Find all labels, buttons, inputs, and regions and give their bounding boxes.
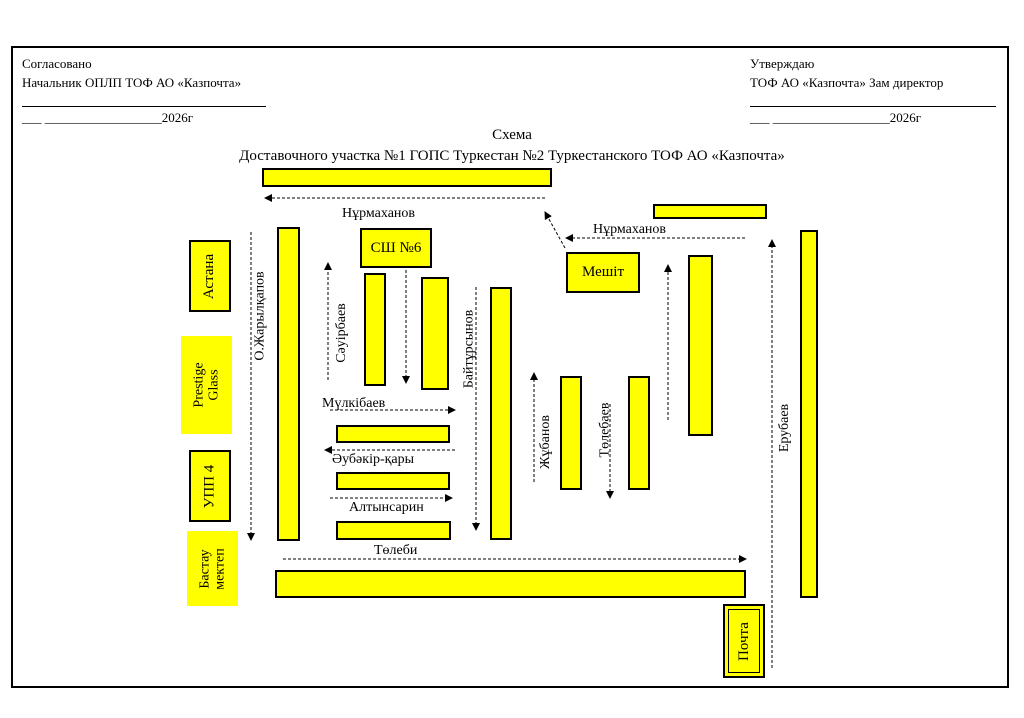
street-abubakir: Әубәкір-қары <box>332 452 415 467</box>
date-line-right: ___ __________________2026г <box>750 110 922 125</box>
building-pochta: Почта <box>723 604 765 678</box>
approved-label-left: Согласовано <box>22 56 92 71</box>
block-sauirbaev <box>364 273 386 386</box>
street-tolebi: Төлеби <box>374 543 418 558</box>
block-zhubanov <box>560 376 582 490</box>
scheme-title: Схема <box>492 127 532 143</box>
block-baitursynov <box>490 287 512 540</box>
block-tolebi <box>275 570 746 598</box>
date-line-left: ___ __________________2026г <box>22 110 194 125</box>
building-bastau-mektep: Бастау мектеп <box>187 531 238 606</box>
pochta-inner-frame <box>728 609 760 673</box>
block-tolebaev <box>628 376 650 490</box>
building-prestige-glass: Prestige Glass <box>181 336 232 434</box>
building-upp4: УПП 4 <box>189 450 231 522</box>
signature-line-left <box>22 106 266 107</box>
building-meshit-label: Мешіт <box>581 264 625 280</box>
block-altynsarin <box>336 472 450 490</box>
block-abubakir <box>336 425 450 443</box>
block-sh6-side <box>421 277 449 390</box>
street-altynsarin: Алтынсарин <box>349 500 424 515</box>
block-zharylkapov <box>277 227 300 541</box>
building-meshit: Мешіт <box>566 252 640 293</box>
building-sh6-label: СШ №6 <box>370 239 422 256</box>
street-mulkibaev: Мүлкібаев <box>322 396 386 411</box>
signature-line-right <box>750 106 996 107</box>
street-nurmakhanov-1: Нұрмаханов <box>342 206 416 221</box>
building-sh6: СШ №6 <box>360 228 432 268</box>
block-top-right <box>653 204 767 219</box>
scheme-subtitle: Доставочного участка №1 ГОПС Туркестан №… <box>239 148 785 164</box>
position-right: ТОФ АО «Казпочта» Зам директор <box>750 75 944 90</box>
arrow-to-meshit <box>544 211 566 249</box>
block-bottom-small <box>336 521 451 540</box>
block-erubaev <box>800 230 818 598</box>
block-right-tall <box>688 255 713 436</box>
building-astana: Астана <box>189 240 231 312</box>
position-left: Начальник ОПЛП ТОФ АО «Казпочта» <box>22 75 242 90</box>
block-top <box>262 168 552 187</box>
map-sheet <box>11 46 1009 688</box>
approved-label-right: Утверждаю <box>750 56 815 71</box>
street-nurmakhanov-2: Нұрмаханов <box>593 222 667 237</box>
